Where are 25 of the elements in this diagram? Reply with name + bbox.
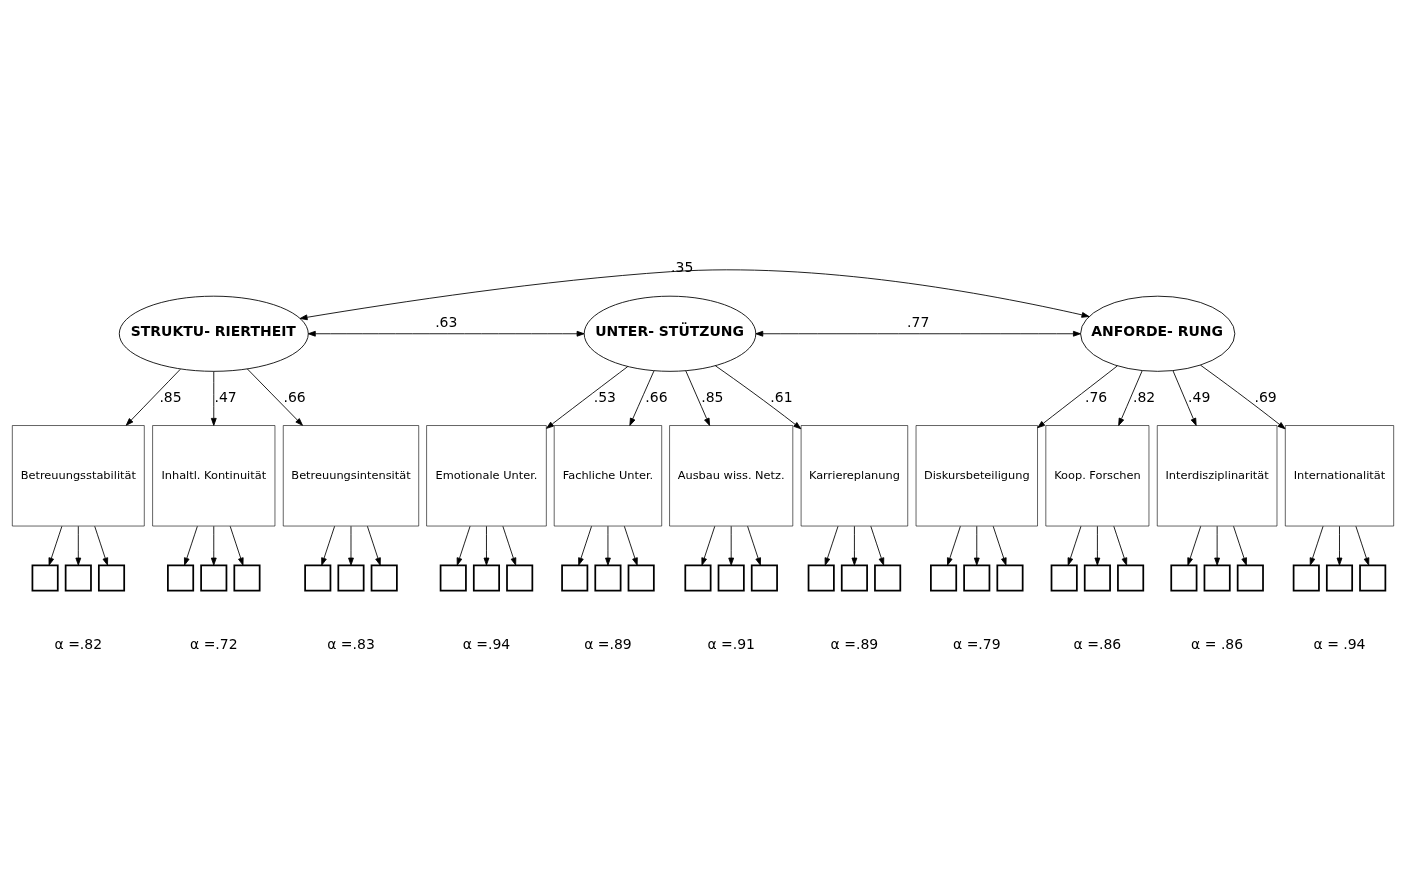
edge-label: .49 (1188, 388, 1211, 405)
edge-label: .35 (671, 258, 694, 275)
edge-label: .53 (593, 388, 616, 405)
label: α =.86 (1073, 635, 1122, 652)
edge-label: .47 (214, 388, 237, 405)
label: α = .86 (1191, 635, 1244, 652)
edge-label: .61 (770, 388, 793, 405)
edge-label: .63 (435, 313, 458, 330)
edge-label: .66 (645, 388, 668, 405)
label: α =.94 (462, 635, 511, 652)
label: α =.83 (327, 635, 375, 652)
edge-label: .66 (283, 388, 306, 405)
label: α =.91 (707, 635, 755, 652)
label: α =.82 (54, 635, 103, 652)
label: α =.79 (952, 635, 1001, 652)
label: α =.89 (584, 635, 632, 652)
edge-label: .77 (907, 313, 930, 330)
edge-label: .69 (1254, 388, 1277, 405)
edge-label: .85 (701, 388, 724, 405)
label: α =.72 (189, 635, 238, 652)
label: α = .94 (1313, 635, 1366, 652)
edge-label: .76 (1084, 388, 1108, 405)
edge-label: .85 (159, 388, 182, 405)
edge-label: .82 (1133, 388, 1156, 405)
label: α =.89 (830, 635, 879, 652)
